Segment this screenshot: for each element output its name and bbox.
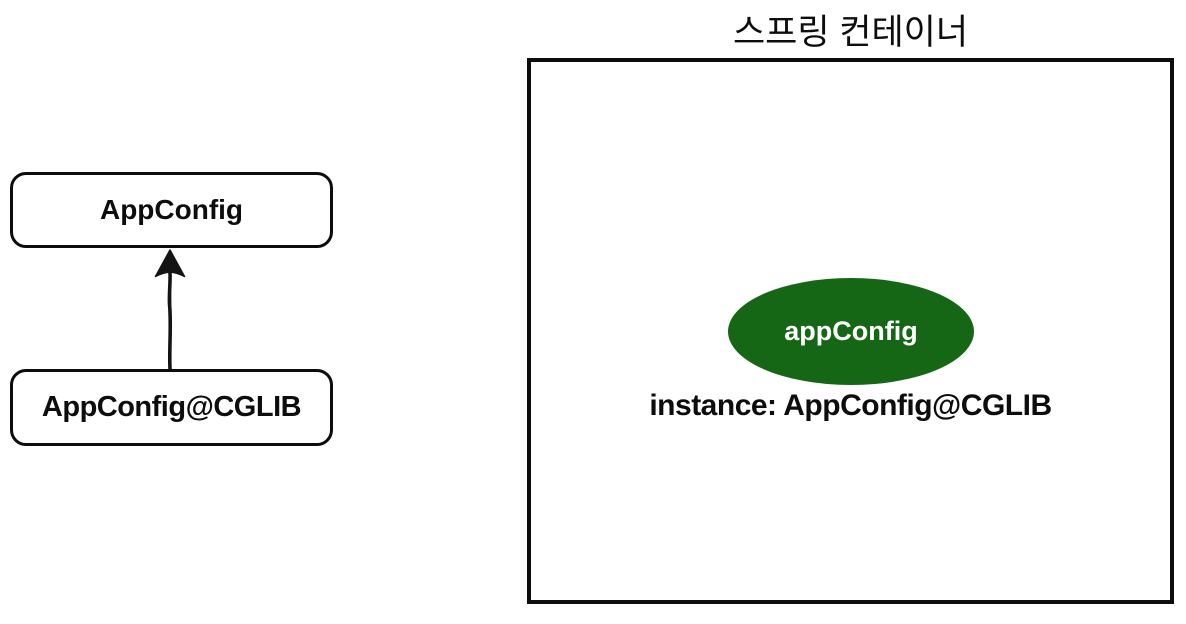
bean-ellipse: appConfig — [728, 278, 974, 385]
bean-name-label: appConfig — [784, 316, 918, 346]
spring-container-title: 스프링 컨테이너 — [732, 13, 969, 52]
appconfig-class-label: AppConfig — [99, 194, 244, 225]
appconfig-cglib-class-box: AppConfig@CGLIB — [10, 369, 333, 446]
appconfig-class-box: AppConfig — [10, 172, 333, 248]
instance-label: instance: AppConfig@CGLIB — [649, 389, 1052, 422]
inheritance-arrow-up-icon — [154, 249, 186, 371]
appconfig-cglib-class-label: AppConfig@CGLIB — [41, 391, 302, 423]
